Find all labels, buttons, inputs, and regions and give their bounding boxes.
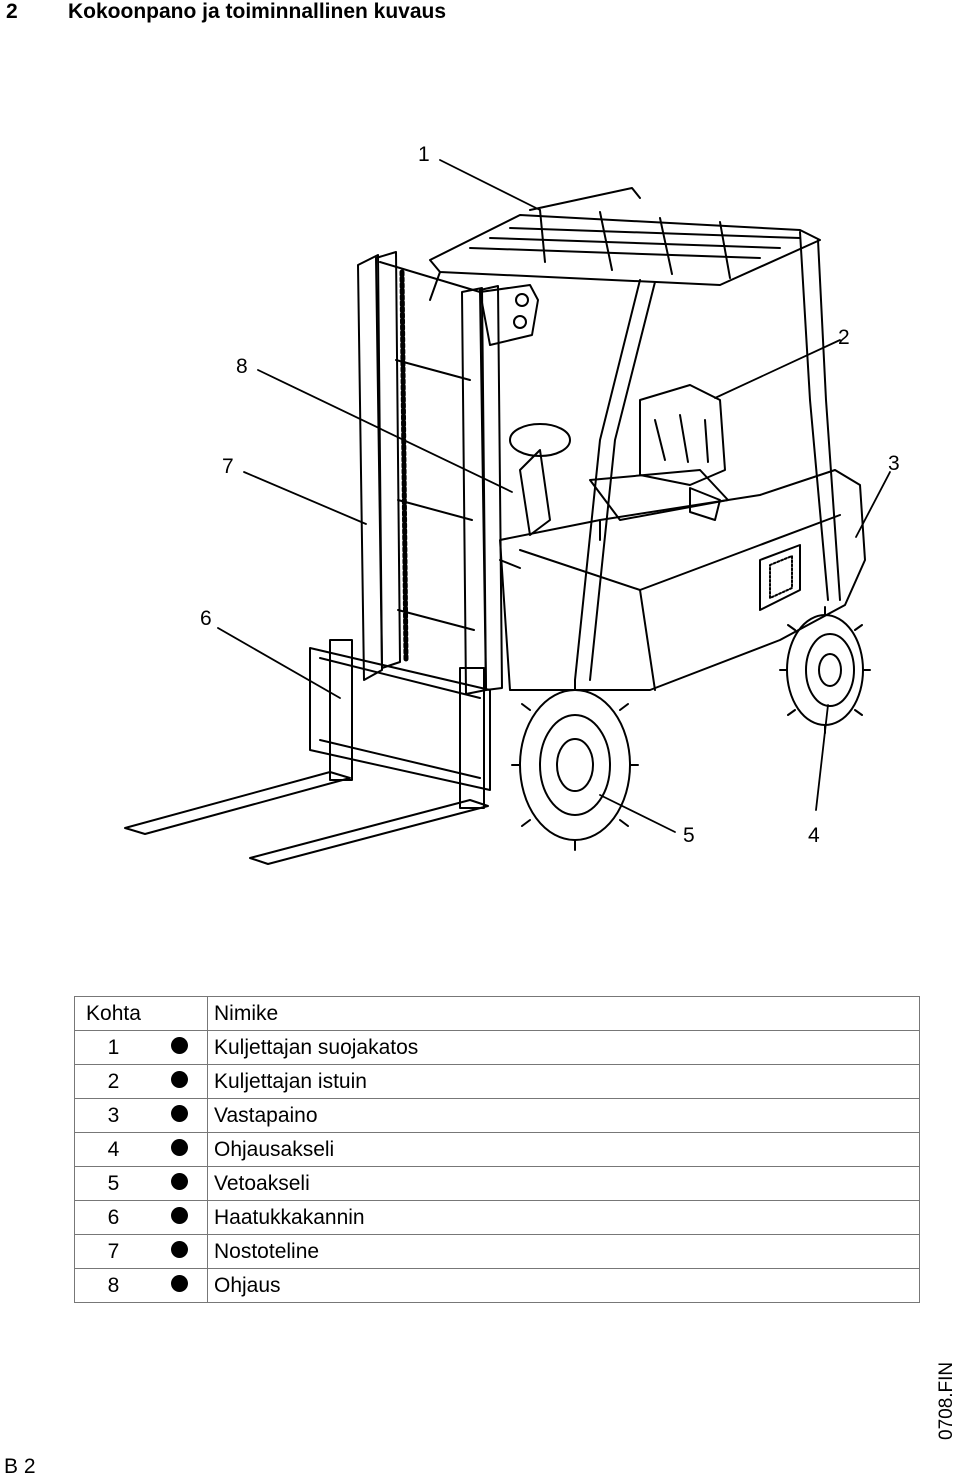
table-row: 4 Ohjausakseli: [74, 1132, 920, 1167]
row-number: 8: [74, 1268, 152, 1303]
row-name: Vastapaino: [207, 1098, 920, 1133]
table-row: 2 Kuljettajan istuin: [74, 1064, 920, 1099]
bullet-icon: [171, 1036, 188, 1054]
bullet-icon: [171, 1240, 188, 1258]
callout-7: 7: [222, 455, 234, 478]
row-name: Ohjausakseli: [207, 1132, 920, 1167]
header-item: Kohta: [74, 996, 152, 1031]
table-row: 7 Nostoteline: [74, 1234, 920, 1269]
row-number: 4: [74, 1132, 152, 1167]
forklift-illustration: 1 2 3 4 5 6 7 8: [124, 143, 900, 865]
callout-4: 4: [808, 824, 820, 847]
callout-6: 6: [200, 607, 212, 630]
table-header-row: Kohta Nimike: [74, 996, 920, 1031]
row-number: 5: [74, 1166, 152, 1201]
row-number: 3: [74, 1098, 152, 1133]
row-number: 6: [74, 1200, 152, 1235]
header-name: Nimike: [207, 996, 920, 1031]
parts-table: Kohta Nimike 1 Kuljettajan suojakatos 2 …: [74, 996, 920, 1303]
callout-1: 1: [418, 143, 430, 166]
row-name: Ohjaus: [207, 1268, 920, 1303]
row-name: Kuljettajan istuin: [207, 1064, 920, 1099]
callout-2: 2: [838, 326, 850, 349]
bullet-icon: [171, 1138, 188, 1156]
bullet-icon: [171, 1104, 188, 1122]
row-name: Nostoteline: [207, 1234, 920, 1269]
table-row: 8 Ohjaus: [74, 1268, 920, 1303]
section-title: Kokoonpano ja toiminnallinen kuvaus: [68, 0, 447, 23]
bullet-icon: [171, 1274, 188, 1292]
row-name: Haatukkakannin: [207, 1200, 920, 1235]
document-reference: 0708.FIN: [936, 1361, 957, 1440]
callout-5: 5: [683, 824, 695, 847]
row-number: 2: [74, 1064, 152, 1099]
row-number: 7: [74, 1234, 152, 1269]
page-number: B 2: [4, 1455, 36, 1478]
table-row: 1 Kuljettajan suojakatos: [74, 1030, 920, 1065]
row-name: Vetoakseli: [207, 1166, 920, 1201]
bullet-icon: [171, 1070, 188, 1088]
bullet-icon: [171, 1206, 188, 1224]
bullet-icon: [171, 1172, 188, 1190]
callout-3: 3: [888, 452, 900, 475]
callout-8: 8: [236, 355, 248, 378]
row-number: 1: [74, 1030, 152, 1065]
row-name: Kuljettajan suojakatos: [207, 1030, 920, 1065]
table-row: 6 Haatukkakannin: [74, 1200, 920, 1235]
table-row: 5 Vetoakseli: [74, 1166, 920, 1201]
section-number: 2: [6, 0, 18, 23]
table-row: 3 Vastapaino: [74, 1098, 920, 1133]
